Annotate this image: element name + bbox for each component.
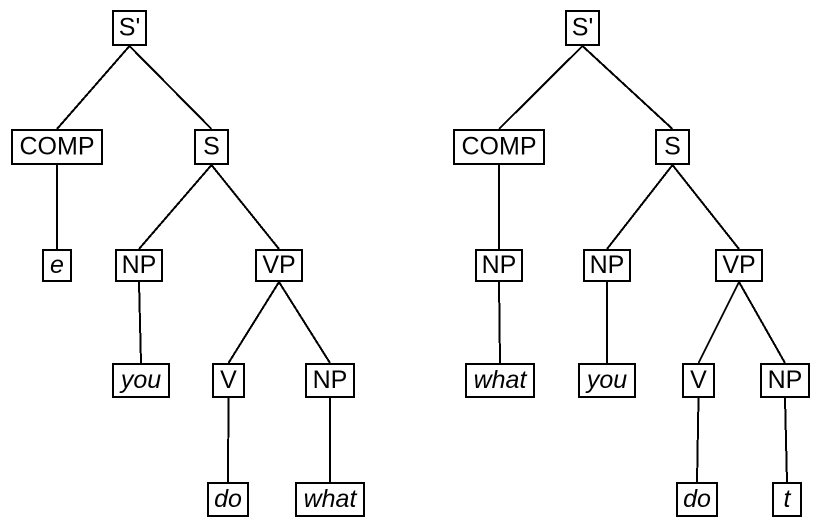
tree-node-R-NP0[interactable]: NP	[475, 249, 523, 282]
tree-node-R-Sbar[interactable]: S'	[565, 10, 600, 46]
node-box-L-COMP	[11, 129, 103, 165]
node-label-R-Sbar: S'	[572, 14, 593, 42]
node-label-L-what: what	[304, 485, 358, 513]
tree-node-R-what[interactable]: what	[465, 363, 535, 398]
node-box-L-Sbar	[112, 10, 147, 46]
node-box-R-S	[655, 129, 690, 165]
node-box-R-NP2	[760, 363, 810, 398]
node-box-L-S	[194, 129, 229, 165]
tree-edge-L-VP-to-L-V	[227, 281, 280, 364]
node-label-R-you: you	[585, 366, 627, 394]
node-label-R-t: t	[784, 485, 792, 513]
tree-node-L-Sbar[interactable]: S'	[112, 10, 147, 46]
node-label-L-Sbar: S'	[119, 14, 140, 42]
node-label-R-what: what	[474, 366, 528, 394]
tree-edge-L-S-to-L-NP1	[138, 164, 213, 250]
tree-edge-R-S-to-R-NP1	[606, 164, 674, 250]
tree-node-R-you[interactable]: you	[578, 363, 636, 398]
node-label-R-NP2: NP	[768, 366, 803, 394]
tree-edge-L-NP1-to-L-you	[138, 281, 142, 364]
node-label-R-VP: VP	[722, 251, 755, 279]
edge-group	[498, 45, 788, 483]
tree-edge-L-S-to-L-VP	[210, 164, 280, 250]
node-box-L-VP	[255, 249, 303, 282]
tree-edge-R-Sbar-to-R-COMP	[498, 45, 584, 130]
node-label-L-e: e	[50, 251, 64, 279]
tree-node-L-what[interactable]: what	[295, 482, 365, 517]
node-box-R-VP	[715, 249, 763, 282]
tree-node-L-VP[interactable]: VP	[255, 249, 303, 282]
tree-node-R-t[interactable]: t	[772, 482, 802, 517]
tree-node-L-you[interactable]: you	[112, 363, 170, 398]
tree-node-R-COMP[interactable]: COMP	[453, 129, 545, 165]
node-label-L-you: you	[119, 366, 161, 394]
tree-node-R-V[interactable]: V	[682, 363, 715, 398]
tree-edge-L-Sbar-to-L-COMP	[56, 45, 131, 130]
tree-node-R-NP2[interactable]: NP	[760, 363, 810, 398]
node-label-L-NP2: NP	[313, 366, 348, 394]
node-box-R-you	[578, 363, 636, 398]
node-label-R-S: S	[664, 133, 681, 161]
node-box-L-you	[112, 363, 170, 398]
node-label-R-COMP: COMP	[462, 133, 537, 161]
node-box-R-NP0	[475, 249, 523, 282]
tree-edge-R-VP-to-R-NP2	[738, 281, 786, 364]
node-box-R-what	[465, 363, 535, 398]
tree-edge-R-S-to-R-VP	[671, 164, 740, 250]
tree-edge-R-VP-to-R-V	[697, 281, 740, 364]
tree-node-R-VP[interactable]: VP	[715, 249, 763, 282]
node-label-R-V: V	[690, 366, 707, 394]
tree-node-L-V[interactable]: V	[212, 363, 245, 398]
node-box-R-Sbar	[565, 10, 600, 46]
node-box-L-NP2	[305, 363, 355, 398]
tree-edge-L-Sbar-to-L-S	[128, 45, 213, 130]
tree-node-L-COMP[interactable]: COMP	[11, 129, 103, 165]
tree-node-R-do[interactable]: do	[676, 482, 718, 517]
node-box-L-V	[212, 363, 245, 398]
node-box-L-e	[42, 249, 72, 282]
tree-node-L-NP2[interactable]: NP	[305, 363, 355, 398]
node-box-L-NP1	[115, 249, 163, 282]
node-label-L-V: V	[220, 366, 237, 394]
tree-edge-R-V-to-R-do	[696, 397, 700, 483]
tree-edge-R-Sbar-to-R-S	[581, 45, 674, 130]
node-label-L-VP: VP	[262, 251, 295, 279]
edge-group	[56, 45, 331, 483]
tree-node-L-do[interactable]: do	[207, 482, 249, 517]
node-label-R-do: do	[683, 485, 711, 513]
tree-node-L-S[interactable]: S	[194, 129, 229, 165]
tree-edge-R-NP2-to-R-t	[784, 397, 788, 483]
tree-node-R-S[interactable]: S	[655, 129, 690, 165]
node-box-L-what	[295, 482, 365, 517]
node-box-L-do	[207, 482, 249, 517]
node-box-R-do	[676, 482, 718, 517]
node-box-R-COMP	[453, 129, 545, 165]
node-box-R-V	[682, 363, 715, 398]
node-box-R-t	[772, 482, 802, 517]
node-label-L-do: do	[214, 485, 242, 513]
node-label-L-S: S	[203, 133, 220, 161]
node-label-R-NP0: NP	[482, 251, 517, 279]
tree-right: S' COMP S NP NP VP what you V NP do t	[453, 10, 810, 517]
tree-edge-L-V-to-L-do	[227, 397, 230, 483]
node-label-L-COMP: COMP	[20, 133, 95, 161]
node-label-L-NP1: NP	[122, 251, 157, 279]
tree-node-R-NP1[interactable]: NP	[583, 249, 631, 282]
node-box-R-NP1	[583, 249, 631, 282]
tree-node-L-NP1[interactable]: NP	[115, 249, 163, 282]
tree-node-L-e[interactable]: e	[42, 249, 72, 282]
tree-edge-L-VP-to-L-NP2	[278, 281, 331, 364]
node-label-R-NP1: NP	[590, 251, 625, 279]
tree-edge-R-NP0-to-R-what	[498, 281, 501, 364]
